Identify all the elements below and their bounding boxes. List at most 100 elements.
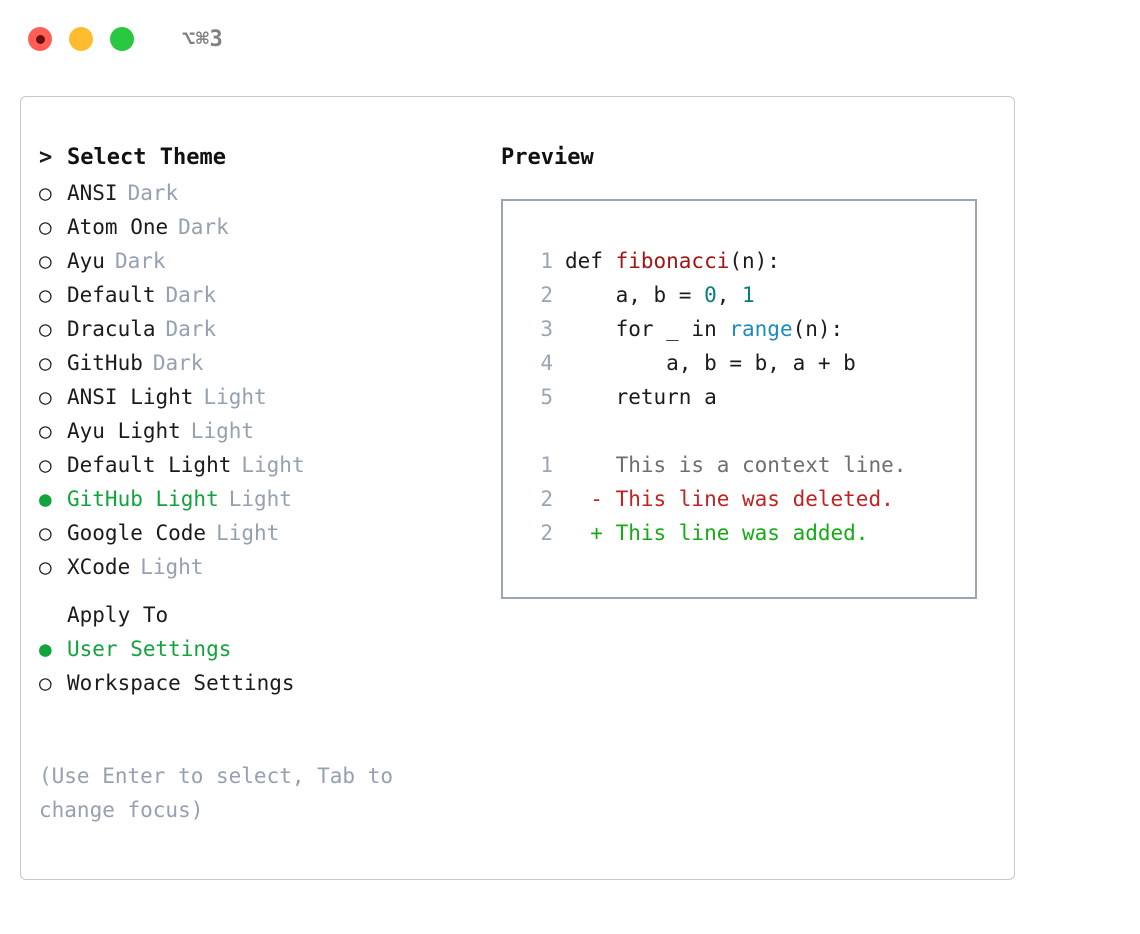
list-spacer	[39, 589, 499, 603]
code-token: def	[565, 249, 616, 273]
code-token: 1	[742, 283, 755, 307]
maximize-button[interactable]	[110, 27, 134, 51]
code-token: return a	[565, 385, 717, 409]
theme-variant-badge: Dark	[165, 283, 217, 307]
apply-to-list: ● User Settings ○Workspace Settings	[39, 637, 499, 705]
theme-option[interactable]: ○ XCode Light	[39, 555, 499, 589]
apply-to-title: Apply To	[67, 603, 169, 627]
radio-unselected-icon: ○	[39, 317, 52, 341]
radio-selected-icon: ●	[39, 637, 52, 661]
apply-to-option[interactable]: ● User Settings	[39, 637, 499, 671]
theme-option[interactable]: ○ Dracula Dark	[39, 317, 499, 351]
theme-option[interactable]: ○ Default Dark	[39, 283, 499, 317]
theme-option[interactable]: ○ Default Light Light	[39, 453, 499, 487]
keyboard-hint: (Use Enter to select, Tab to change focu…	[39, 764, 406, 822]
theme-option-label: Dracula	[67, 317, 156, 341]
code-diff-spacer	[519, 419, 975, 453]
diff-sample: 1 This is a context line.2 - This line w…	[519, 453, 975, 555]
theme-variant-badge: Dark	[178, 215, 229, 239]
theme-option-label: Google Code	[67, 521, 207, 545]
theme-option[interactable]: ○ Atom One Dark	[39, 215, 499, 249]
apply-to-header: Apply To	[39, 603, 499, 637]
diff-text: This line was added.	[615, 521, 869, 545]
diff-line: 1 This is a context line.	[519, 453, 975, 487]
diff-marker	[565, 453, 616, 477]
code-token: for _ in	[565, 317, 730, 341]
keyboard-shortcut-label: ⌥⌘3	[182, 26, 224, 52]
theme-option-label: Default Light	[67, 453, 232, 477]
theme-variant-badge: Light	[190, 419, 255, 443]
diff-text: This is a context line.	[615, 453, 907, 477]
radio-unselected-icon: ○	[39, 249, 52, 273]
theme-variant-badge: Dark	[114, 249, 166, 273]
theme-variant-badge: Dark	[127, 181, 179, 205]
apply-to-option-label: User Settings	[67, 637, 232, 661]
select-theme-title: Select Theme	[67, 145, 226, 170]
prompt-caret-icon: >	[39, 145, 53, 170]
diff-line-text: - This line was deleted.	[565, 487, 894, 511]
code-token: 0	[704, 283, 717, 307]
code-token: (n):	[729, 249, 780, 273]
theme-variant-badge: Dark	[165, 317, 217, 341]
theme-variant-badge: Light	[241, 453, 305, 477]
code-token: a, b = b, a + b	[565, 351, 856, 375]
theme-option[interactable]: ○ Ayu Light Light	[39, 419, 499, 453]
radio-unselected-icon: ○	[39, 283, 52, 307]
code-line: 5 return a	[519, 385, 975, 419]
theme-option[interactable]: ● GitHub Light Light	[39, 487, 499, 521]
select-theme-header: > Select Theme	[39, 145, 499, 181]
diff-line: 2 - This line was deleted.	[519, 487, 975, 521]
window-controls	[28, 27, 134, 51]
apply-to-option[interactable]: ○Workspace Settings	[39, 671, 499, 705]
diff-text: This line was deleted.	[615, 487, 894, 511]
radio-unselected-icon: ○	[39, 181, 52, 205]
radio-unselected-icon: ○	[39, 453, 52, 477]
theme-variant-badge: Dark	[152, 351, 204, 375]
theme-variant-badge: Light	[140, 555, 204, 579]
preview-title: Preview	[501, 145, 594, 170]
radio-unselected-icon: ○	[39, 671, 52, 695]
diff-marker: -	[565, 487, 616, 511]
line-number: 1	[540, 453, 553, 477]
minimize-button[interactable]	[69, 27, 93, 51]
close-button[interactable]	[28, 27, 52, 51]
theme-option-label: Atom One	[67, 215, 169, 239]
code-line: 3 for _ in range(n):	[519, 317, 975, 351]
theme-option-label: Default	[67, 283, 156, 307]
theme-option-label: GitHub	[67, 351, 143, 375]
line-number: 2	[540, 283, 553, 307]
line-number: 2	[540, 521, 553, 545]
radio-selected-icon: ●	[39, 487, 52, 511]
theme-variant-badge: Light	[228, 487, 292, 511]
theme-variant-badge: Light	[203, 385, 267, 409]
diff-marker: +	[565, 521, 616, 545]
radio-unselected-icon: ○	[39, 555, 52, 579]
radio-unselected-icon: ○	[39, 419, 52, 443]
line-number: 2	[540, 487, 553, 511]
theme-option-label: Ayu Light	[67, 419, 181, 443]
radio-unselected-icon: ○	[39, 521, 52, 545]
radio-unselected-icon: ○	[39, 385, 52, 409]
diff-line-text: + This line was added.	[565, 521, 868, 545]
line-number: 5	[540, 385, 553, 409]
diff-line: 2 + This line was added.	[519, 521, 975, 555]
code-token: range	[729, 317, 793, 341]
theme-option-label: GitHub Light	[67, 487, 219, 511]
line-number: 1	[540, 249, 553, 273]
titlebar: ⌥⌘3	[0, 0, 1140, 78]
radio-unselected-icon: ○	[39, 215, 52, 239]
code-token: a, b =	[565, 283, 705, 307]
theme-option-label: XCode	[67, 555, 131, 579]
